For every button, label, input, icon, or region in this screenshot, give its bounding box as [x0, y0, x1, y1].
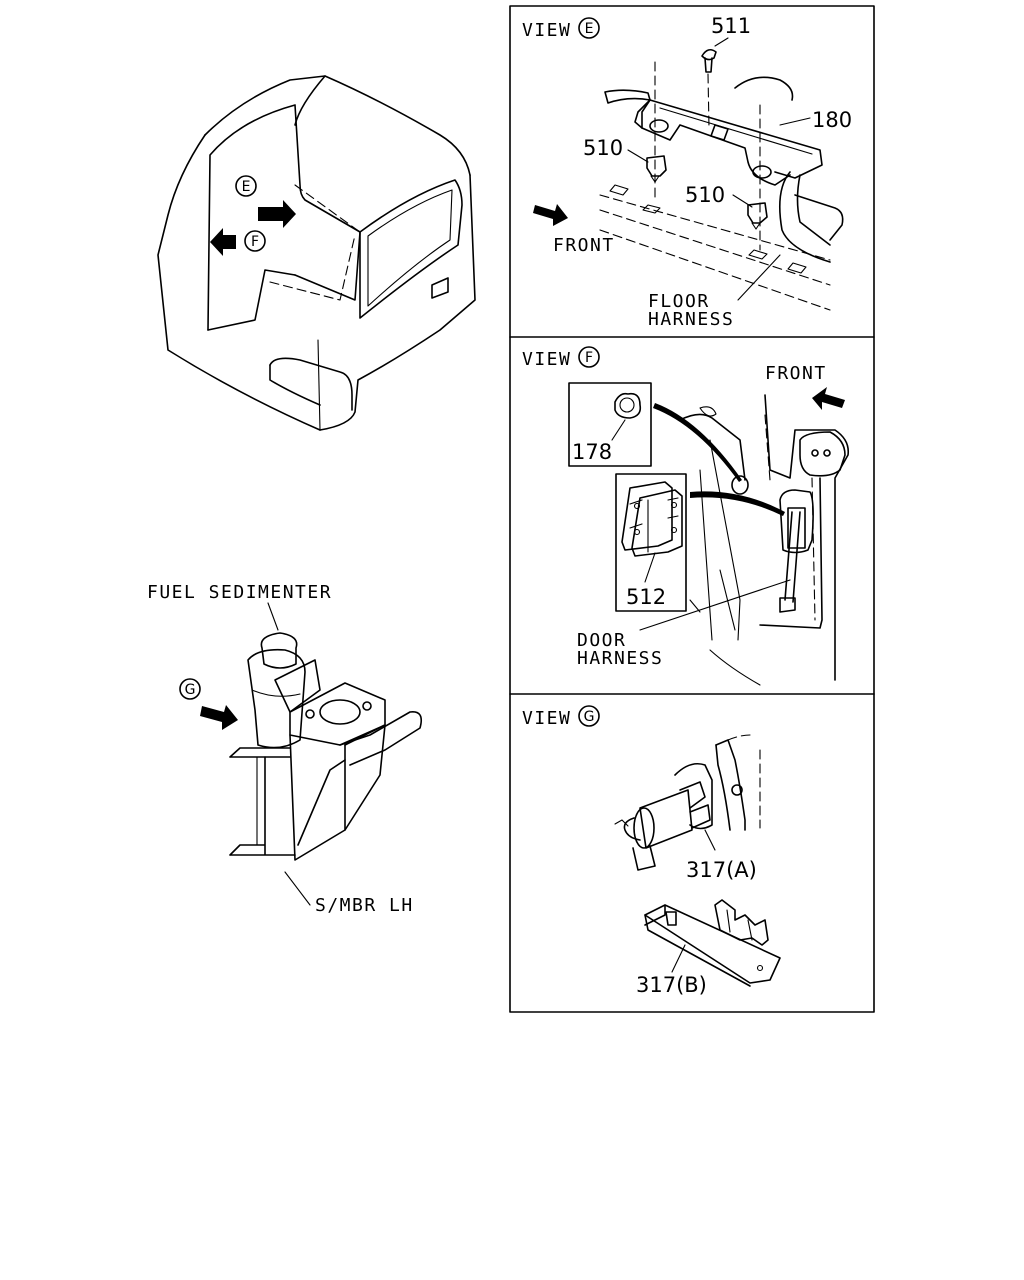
side-member-label: S/MBR LH	[315, 895, 414, 916]
part-178-label: 178	[572, 440, 612, 464]
view-g-title-letter: G	[584, 709, 595, 725]
marker-e-icon	[235, 175, 257, 197]
fuel-sedimenter-illustration: FUEL SEDIMENTER G S/MBR LH	[147, 582, 423, 916]
fuel-sedimenter-label: FUEL SEDIMENTER	[147, 582, 332, 603]
part-510b-label: 510	[685, 183, 725, 207]
front-arrow-icon	[533, 204, 568, 226]
view-g-title-prefix: VIEW	[522, 708, 571, 729]
cab-illustration: E F	[157, 75, 476, 431]
view-g-marker-icon	[578, 705, 600, 727]
floor-harness-label: HARNESS	[648, 309, 734, 330]
part-317b-label: 317(B)	[636, 973, 707, 997]
view-e-title-letter: E	[585, 21, 594, 37]
part-510a-label: 510	[583, 136, 623, 160]
view-e-title-prefix: VIEW	[522, 20, 571, 41]
cab-marker-e: E	[242, 179, 251, 195]
arrow-right-icon	[200, 705, 238, 730]
marker-g-icon	[179, 678, 201, 700]
arrow-left-icon	[210, 228, 236, 256]
sedimenter-marker-g: G	[185, 682, 196, 698]
floor-label: FLOOR	[648, 291, 710, 312]
view-e-panel: VIEW E 511	[522, 14, 852, 330]
view-g-panel: VIEW G 317(A) 317(B)	[522, 705, 781, 997]
part-512-callout-box	[615, 473, 687, 612]
marker-f-icon	[244, 230, 266, 252]
part-180-label: 180	[812, 108, 852, 132]
arrow-right-icon	[258, 200, 296, 228]
view-f-title-letter: F	[585, 350, 593, 366]
door-label: DOOR	[577, 630, 626, 651]
part-317a-label: 317(A)	[686, 858, 757, 882]
part-178-callout-box	[568, 382, 652, 467]
view-panels-frame	[509, 5, 875, 1013]
front-arrow-icon	[812, 387, 845, 410]
cab-marker-f: F	[251, 234, 259, 250]
view-e-marker-icon	[578, 17, 600, 39]
view-f-marker-icon	[578, 346, 600, 368]
view-f-front-label: FRONT	[765, 363, 827, 384]
view-f-title-prefix: VIEW	[522, 349, 571, 370]
view-f-panel: VIEW F FRONT 178	[522, 346, 850, 686]
part-512-label: 512	[626, 585, 666, 609]
view-e-front-label: FRONT	[553, 235, 615, 256]
part-511-label: 511	[711, 14, 751, 38]
door-harness-label: HARNESS	[577, 648, 663, 669]
